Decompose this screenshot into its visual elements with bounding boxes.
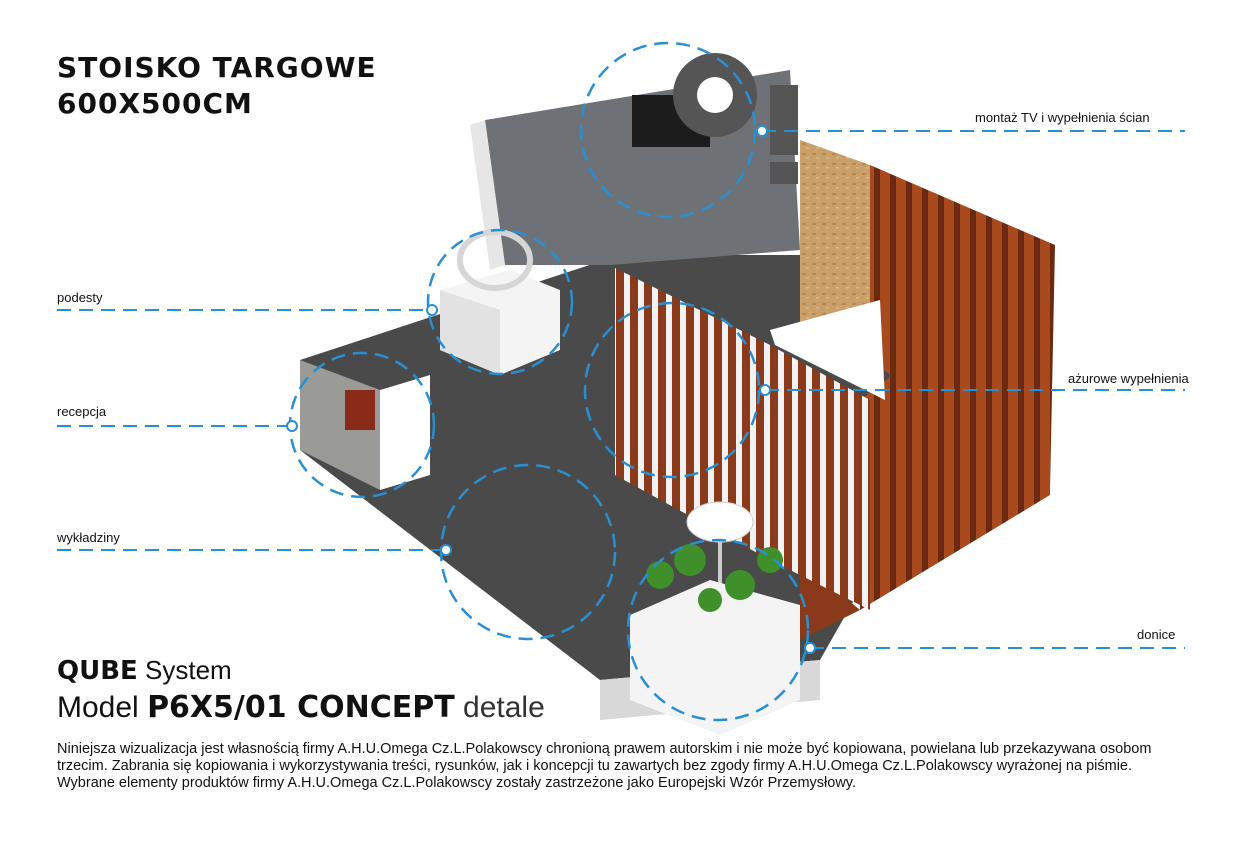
round-table xyxy=(686,501,754,543)
model-code: P6X5/01 CONCEPT xyxy=(147,690,455,725)
booth-visualization xyxy=(57,41,1185,735)
callout-label-azurowe: ażurowe wypełnienia xyxy=(1068,371,1189,386)
planter xyxy=(630,580,800,735)
callout-circle-tv xyxy=(579,41,757,219)
callout-label-donice: donice xyxy=(1137,627,1176,642)
title-line-2: 600X500CM xyxy=(57,87,253,120)
model-brand: QUBE xyxy=(57,656,138,686)
callout-label-wykladziny: wykładziny xyxy=(57,530,120,545)
slatted-partition xyxy=(615,268,770,560)
plants xyxy=(646,544,783,612)
callout-label-recepcja: recepcja xyxy=(57,404,107,419)
osb-wall xyxy=(800,140,870,360)
copyright-notice: Niniejsza wizualizacja jest własnością f… xyxy=(57,741,1152,791)
model-system-word: System xyxy=(145,655,232,685)
model-suffix: detale xyxy=(463,691,545,724)
page-title: STOISKO TARGOWE 600X500CM xyxy=(57,50,377,122)
callout-label-tv: montaż TV i wypełnienia ścian xyxy=(975,110,1150,125)
model-heading: QUBE System Model P6X5/01 CONCEPT detale xyxy=(57,655,545,726)
callout-circle-podesty xyxy=(426,228,574,376)
callout-label-podesty: podesty xyxy=(57,290,103,305)
title-line-1: STOISKO TARGOWE xyxy=(57,51,377,84)
callout-circle-donice xyxy=(626,538,810,722)
model-word: Model xyxy=(57,691,139,724)
